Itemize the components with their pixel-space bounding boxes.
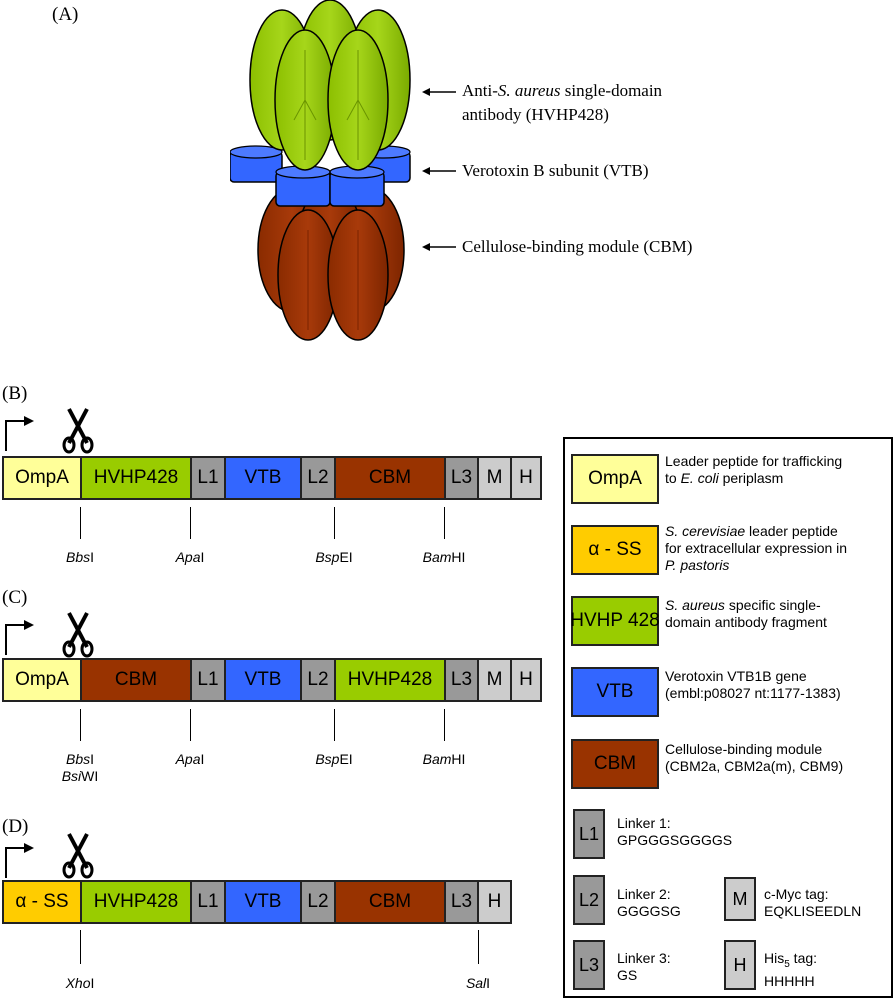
segment-alpha-ss: α - SS <box>4 882 82 922</box>
segment-cbm: CBM <box>336 458 446 498</box>
restriction-site-label: BbsI <box>65 549 95 565</box>
site-line <box>334 507 335 539</box>
site-line <box>190 507 191 539</box>
scissors-icon <box>62 408 94 454</box>
segment-hvhp428: HVHP428 <box>336 660 446 700</box>
panel-c-label: (C) <box>2 587 28 608</box>
legend-text-ompa: Leader peptide for trafficking to E. col… <box>665 453 843 486</box>
segment-ompa: OmpA <box>4 458 82 498</box>
site-line <box>444 709 445 741</box>
restriction-site-label: BamHI <box>422 549 466 565</box>
restriction-site-label: BbsI BsiWI <box>61 751 99 784</box>
cbm-callout: Cellulose-binding module (CBM) <box>462 237 693 256</box>
promoter-scissors-b <box>5 408 94 454</box>
legend-text-his: His5 tag: HHHHH <box>764 950 818 989</box>
segment-l3: L3 <box>446 882 479 922</box>
panel-a-label: (A) <box>52 4 79 25</box>
restriction-site-label: SalI <box>465 975 491 991</box>
segment-l3: L3 <box>446 660 479 700</box>
panel-b-label: (B) <box>2 383 28 404</box>
legend-box: OmpA Leader peptide for trafficking to E… <box>563 437 893 998</box>
construct-d: α - SS HVHP428 L1 VTB L2 CBM L3 H <box>2 880 512 924</box>
segment-vtb: VTB <box>226 458 302 498</box>
restriction-site-label: XhoI <box>65 975 95 991</box>
legend-text-hvhp428: S. aureus specific single- domain antibo… <box>665 597 827 630</box>
legend-swatch-ompa: OmpA <box>571 454 659 504</box>
legend-text-alpha-ss: S. cerevisiae leader peptide for extrace… <box>665 523 848 573</box>
legend-text-myc: c-Myc tag: EQKLISEEDLN <box>764 886 862 919</box>
segment-vtb: VTB <box>226 660 302 700</box>
segment-myc-tag: M <box>479 458 512 498</box>
antibody-callout: Anti-S. aureus single-domain antibody (H… <box>462 81 663 124</box>
legend-swatch-l1: L1 <box>573 809 605 859</box>
segment-myc-tag: M <box>479 660 512 700</box>
legend-swatch-alpha-ss: α - SS <box>571 525 659 575</box>
scissors-icon <box>62 833 94 879</box>
restriction-site-label: BspEI <box>315 751 353 767</box>
segment-his-tag: H <box>512 458 540 498</box>
construct-b: OmpA HVHP428 L1 VTB L2 CBM L3 M H <box>2 456 542 500</box>
legend-text-vtb: Verotoxin VTB1B gene (embl:p08027 nt:117… <box>665 668 841 701</box>
promoter-arrow-icon <box>5 624 28 655</box>
segment-l1: L1 <box>192 660 226 700</box>
vtb-cbm-hvhp428-complex-illustration <box>230 0 411 341</box>
promoter-arrow-icon <box>5 847 28 878</box>
callout-arrows <box>422 88 456 251</box>
legend-text-l3: Linker 3: GS <box>617 950 671 983</box>
legend-text-l1: Linker 1: GPGGGSGGGGS <box>617 815 733 848</box>
segment-hvhp428: HVHP428 <box>82 458 192 498</box>
promoter-scissors-d <box>5 833 94 879</box>
legend-text-l2: Linker 2: GGGGSG <box>617 886 681 919</box>
segment-l2: L2 <box>302 458 336 498</box>
promoter-scissors-c <box>5 612 94 658</box>
legend-swatch-myc: M <box>724 877 756 921</box>
promoter-arrow-icon <box>5 420 28 451</box>
segment-his-tag: H <box>479 882 510 922</box>
panel-d-label: (D) <box>2 816 29 837</box>
segment-l1: L1 <box>192 458 226 498</box>
construct-c: OmpA CBM L1 VTB L2 HVHP428 L3 M H <box>2 658 542 702</box>
site-line <box>190 709 191 741</box>
legend-swatch-vtb: VTB <box>571 667 659 717</box>
site-line <box>80 930 81 964</box>
site-line <box>334 709 335 741</box>
segment-cbm: CBM <box>82 660 192 700</box>
restriction-site-label: BamHI <box>422 751 466 767</box>
segment-l2: L2 <box>302 660 336 700</box>
segment-l2: L2 <box>302 882 336 922</box>
segment-hvhp428: HVHP428 <box>82 882 192 922</box>
segment-l3: L3 <box>446 458 479 498</box>
segment-ompa: OmpA <box>4 660 82 700</box>
restriction-site-label: ApaI <box>175 549 205 565</box>
segment-his-tag: H <box>512 660 540 700</box>
scissors-icon <box>62 612 94 658</box>
legend-swatch-l2: L2 <box>573 875 605 925</box>
legend-swatch-his: H <box>724 940 756 990</box>
site-line <box>478 930 479 964</box>
legend-text-cbm: Cellulose-binding module (CBM2a, CBM2a(m… <box>665 741 844 774</box>
segment-vtb: VTB <box>226 882 302 922</box>
site-line <box>444 507 445 539</box>
site-line <box>80 507 81 539</box>
restriction-site-label: BspEI <box>315 549 353 565</box>
legend-swatch-cbm: CBM <box>571 739 659 789</box>
legend-swatch-hvhp428: HVHP 428 <box>570 596 660 646</box>
segment-cbm: CBM <box>336 882 446 922</box>
site-line <box>80 709 81 741</box>
segment-l1: L1 <box>192 882 226 922</box>
vtb-callout: Verotoxin B subunit (VTB) <box>462 161 649 180</box>
legend-swatch-l3: L3 <box>573 940 605 990</box>
restriction-site-label: ApaI <box>175 751 205 767</box>
